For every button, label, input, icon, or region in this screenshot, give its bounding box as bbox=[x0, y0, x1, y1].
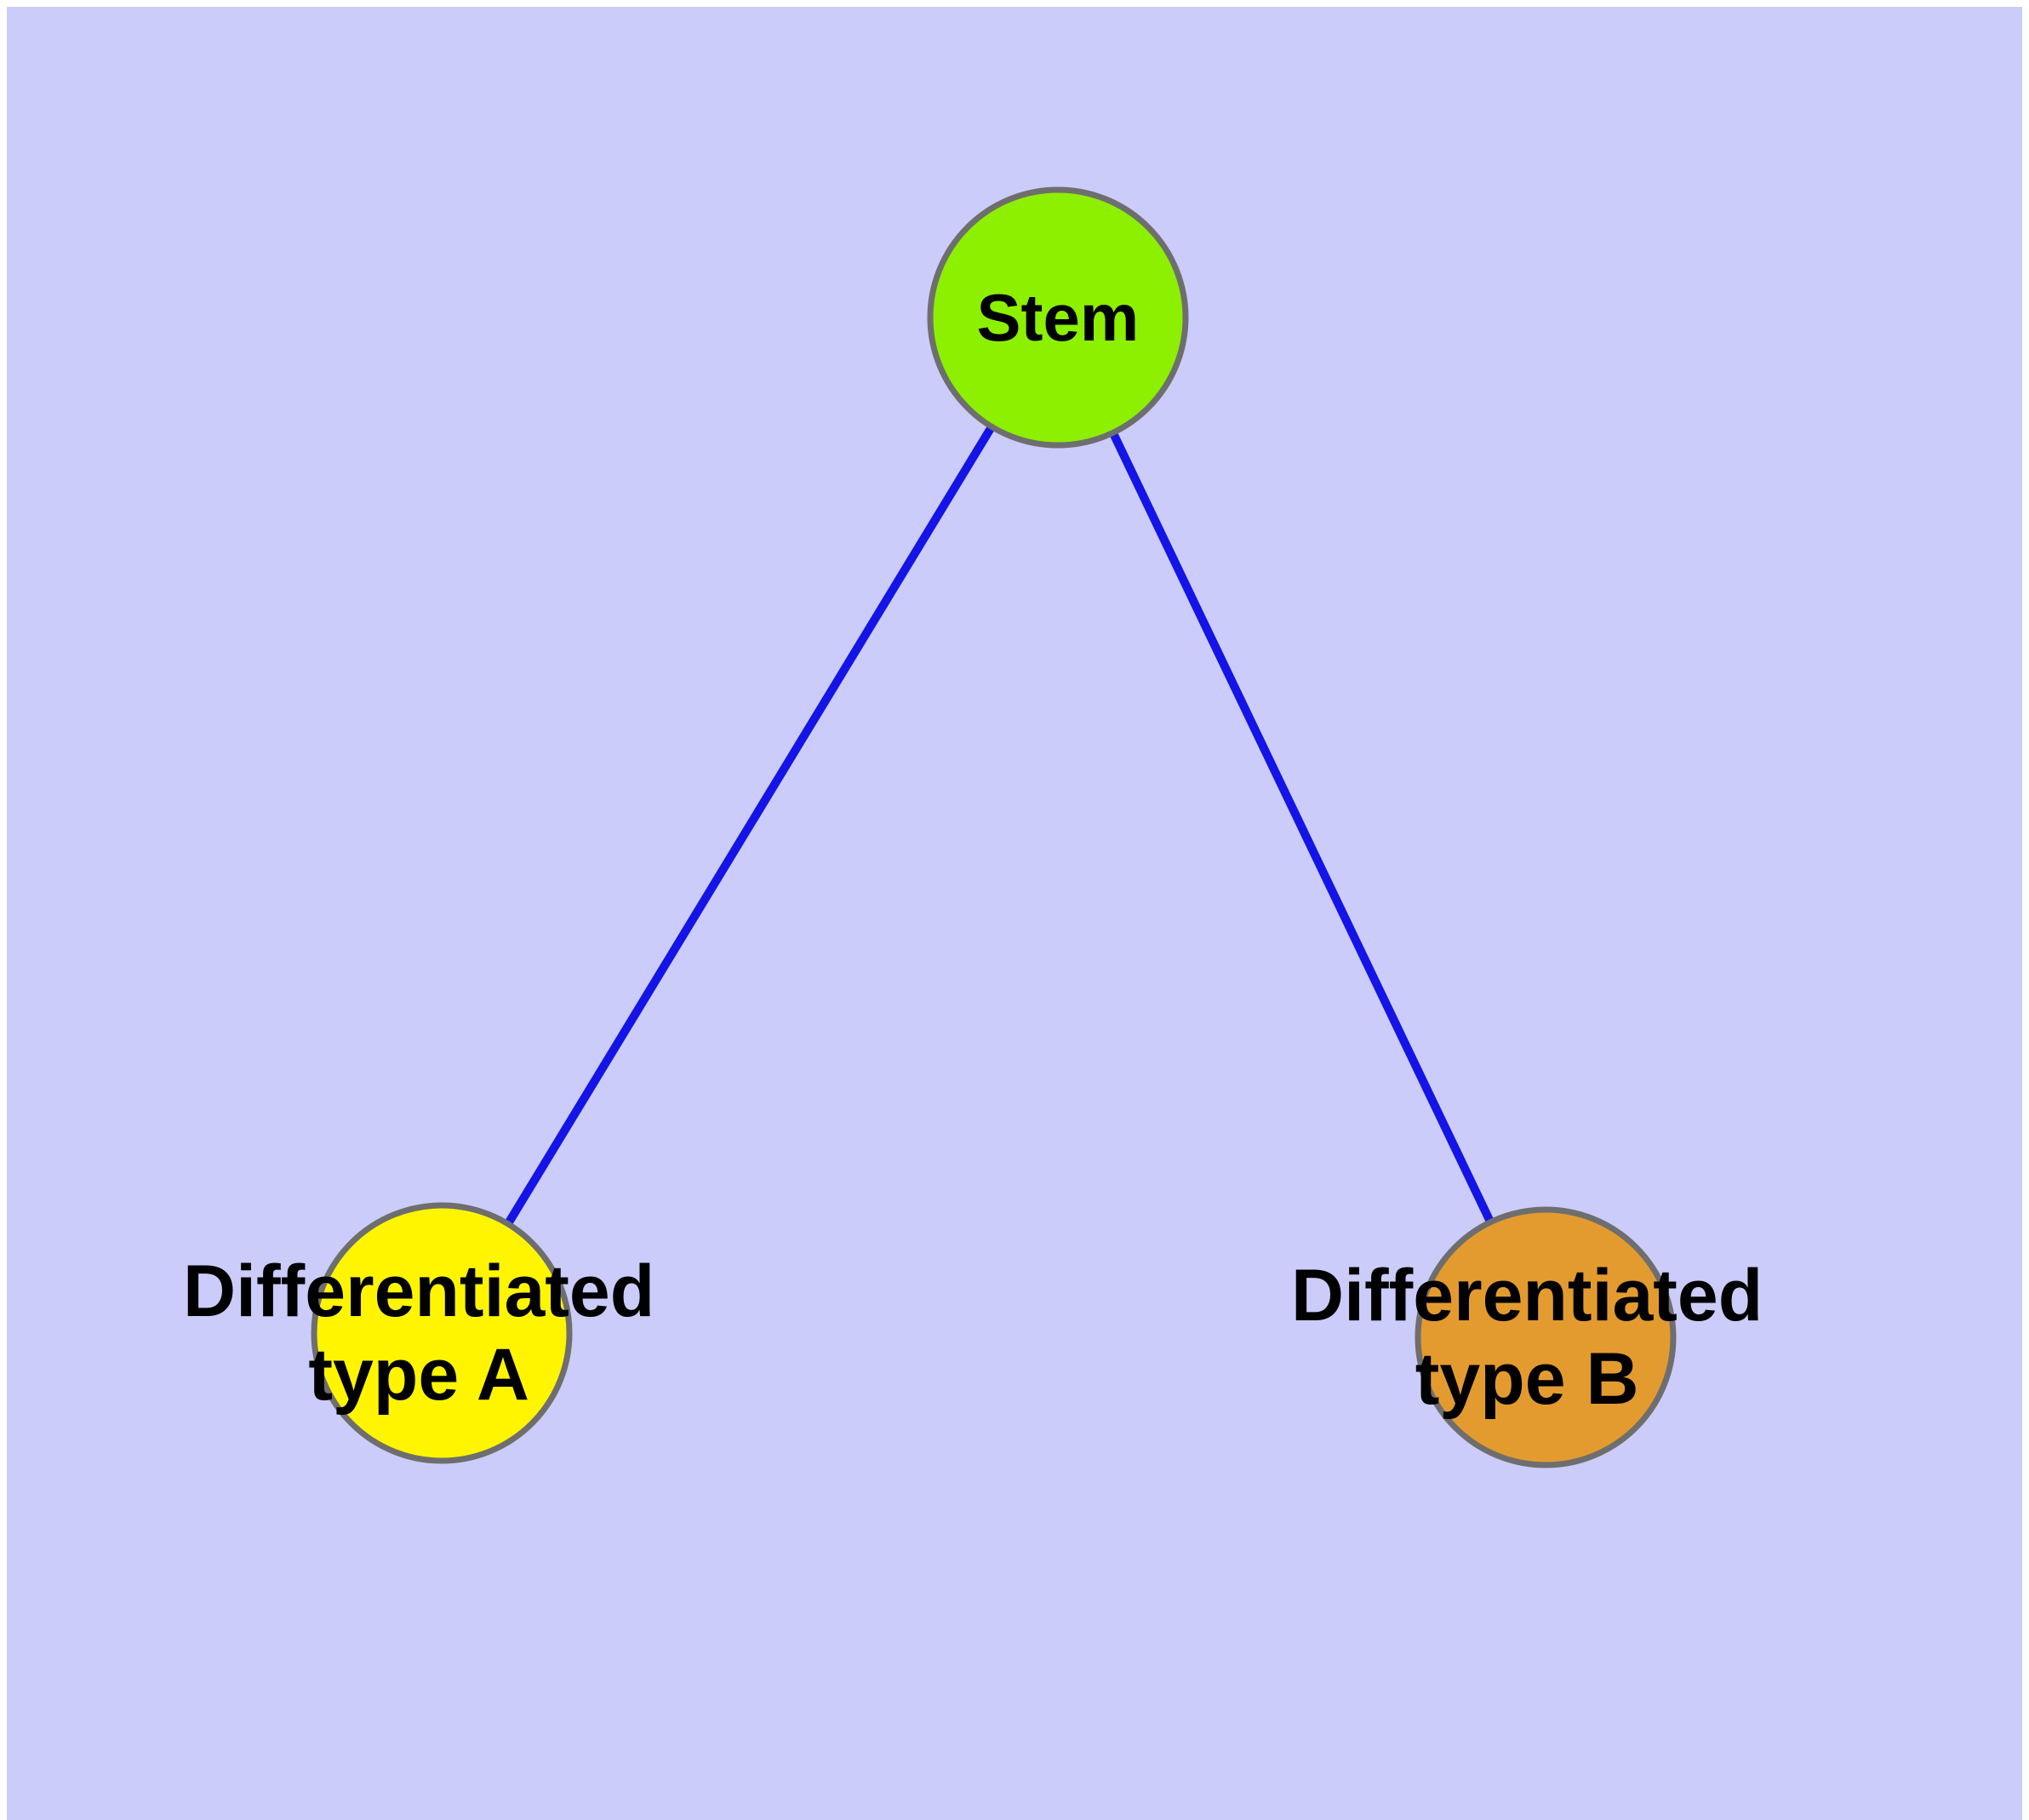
graph-edge[interactable] bbox=[437, 315, 1062, 1336]
graph-node-diff_b[interactable] bbox=[1415, 1206, 1677, 1468]
edge-layer bbox=[437, 315, 1550, 1340]
graph-node-stem[interactable] bbox=[927, 186, 1189, 449]
graph-edge[interactable] bbox=[1054, 315, 1550, 1340]
graph-node-diff_a[interactable] bbox=[311, 1202, 573, 1464]
node-layer bbox=[311, 186, 1677, 1468]
